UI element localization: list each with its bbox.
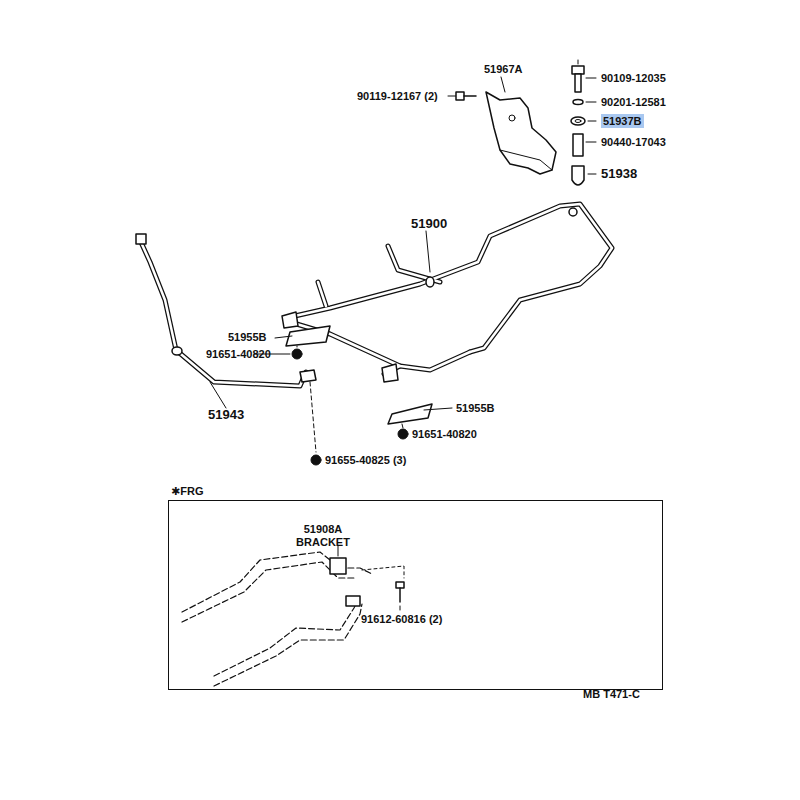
- bracket-callout: 51908A BRACKET: [293, 523, 353, 549]
- part-number: 90109-12035: [601, 71, 666, 85]
- part-number: 51955B: [456, 401, 495, 415]
- part-number: 91651-40820: [206, 347, 271, 361]
- part-number: 91651-40820: [412, 427, 477, 441]
- part-number: 51900: [411, 217, 447, 231]
- part-number: 51937B: [601, 114, 644, 128]
- part-number: 90201-12581: [601, 95, 666, 109]
- part-number: 91655-40825 (3): [325, 453, 406, 467]
- inset-frame: ✱FRG51908A BRACKET91612-60816 (2): [168, 500, 663, 690]
- variant-heading: ✱FRG: [171, 485, 203, 498]
- part-number: 51943: [208, 408, 244, 422]
- part-number: 90119-12167 (2): [357, 89, 438, 103]
- part-number: 51967A: [484, 62, 523, 76]
- part-number: 51955B: [228, 330, 267, 344]
- part-number: 51938: [601, 167, 637, 181]
- part-number: 90440-17043: [601, 135, 666, 149]
- part-number: 91612-60816 (2): [361, 613, 442, 626]
